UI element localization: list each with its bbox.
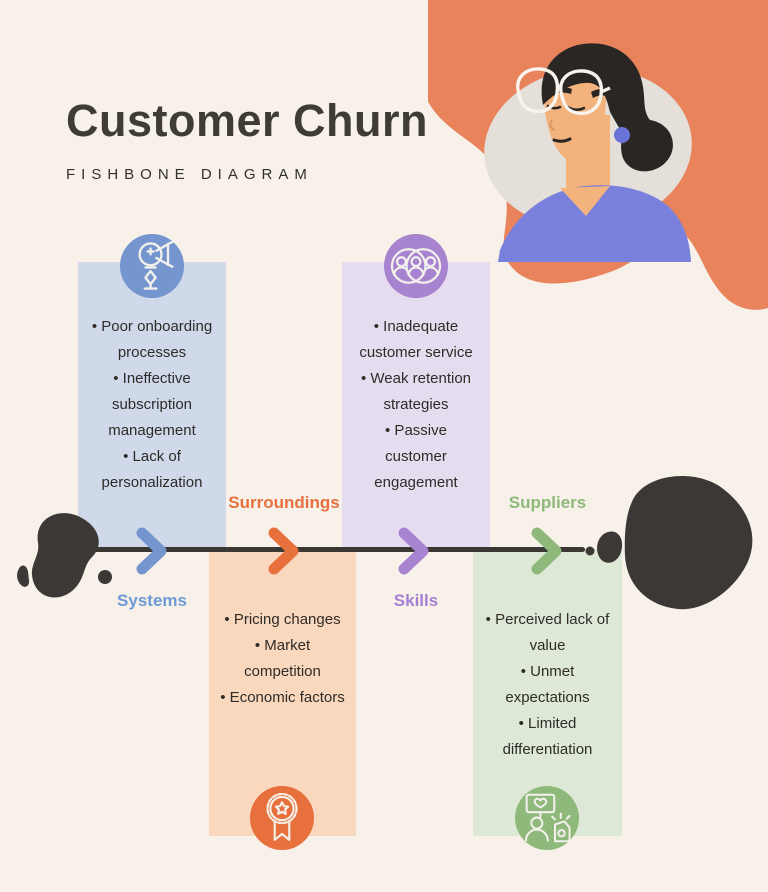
systems-icon-circle	[120, 234, 184, 298]
page-subtitle: FISHBONE DIAGRAM	[66, 165, 313, 183]
avatar-nose	[549, 119, 555, 131]
idea-megaphone-icon	[138, 240, 174, 290]
cause-item: • Ineffective subscription management	[108, 370, 196, 439]
cause-item: • Perceived lack of value	[485, 611, 610, 654]
cause-list-surroundings: • Pricing changes • Market competition • E…	[209, 607, 356, 711]
cause-item: • Economic factors	[220, 689, 345, 706]
surroundings-icon-circle	[250, 786, 314, 850]
category-label-surroundings: Surroundings	[228, 493, 340, 512]
head-small-blob	[597, 531, 623, 563]
award-badge-icon	[266, 792, 298, 841]
avatar-chest	[560, 186, 610, 216]
skills-icon-circle	[384, 234, 448, 298]
category-label-skills: Skills	[393, 591, 439, 610]
suppliers-icon-circle	[515, 786, 579, 850]
cause-item: • Passive customer engagement	[374, 422, 458, 491]
chevron-arrow-skills	[398, 527, 429, 575]
woman-avatar-illustration	[428, 0, 768, 310]
tail-bean-blob	[31, 513, 99, 598]
cause-list-suppliers: • Perceived lack of value • Unmet expecta…	[473, 607, 622, 763]
customer-feedback-icon	[524, 793, 571, 843]
header: Customer Churn FISHBONE DIAGRAM	[66, 96, 428, 183]
head-big-blob	[624, 476, 753, 610]
fishbone-spine	[88, 547, 585, 552]
glasses	[516, 67, 611, 116]
category-box-surroundings: • Pricing changes • Market competition • E…	[209, 549, 356, 836]
tail-comma-shape	[17, 565, 30, 587]
cause-item: • Poor onboarding processes	[91, 318, 213, 361]
category-box-systems: • Poor onboarding processes • Ineffective…	[78, 262, 226, 549]
cause-item: • Unmet expectations	[505, 663, 590, 706]
cause-item: • Market competition	[244, 637, 321, 680]
team-group-icon	[390, 248, 442, 284]
cause-item: • Inadequate customer service	[359, 318, 473, 361]
cause-item: • Limited differentiation	[502, 715, 593, 758]
category-box-skills: • Inadequate customer service • Weak rete…	[342, 262, 490, 549]
cause-list-systems: • Poor onboarding processes • Ineffective…	[78, 314, 226, 496]
category-label-suppliers: Suppliers	[508, 493, 587, 512]
cause-item: • Pricing changes	[224, 611, 341, 628]
chevron-arrow-suppliers	[531, 527, 562, 575]
tail-dot	[98, 570, 112, 584]
avatar-shirt	[498, 185, 691, 262]
avatar-mouth	[552, 137, 572, 143]
chevron-arrow-surroundings	[268, 527, 299, 575]
head-dot	[585, 546, 595, 556]
cause-item: • Weak retention strategies	[360, 370, 472, 413]
category-box-suppliers: • Perceived lack of value • Unmet expecta…	[473, 549, 622, 836]
earring	[614, 127, 630, 143]
category-label-systems: Systems	[117, 591, 187, 610]
cause-item: • Lack of personalization	[101, 448, 203, 491]
chevron-arrow-systems	[136, 527, 167, 575]
page-title: Customer Churn	[66, 95, 429, 146]
fish-tail-blob	[17, 513, 112, 598]
cause-list-skills: • Inadequate customer service • Weak rete…	[342, 314, 490, 496]
fish-head-blob	[585, 476, 753, 610]
